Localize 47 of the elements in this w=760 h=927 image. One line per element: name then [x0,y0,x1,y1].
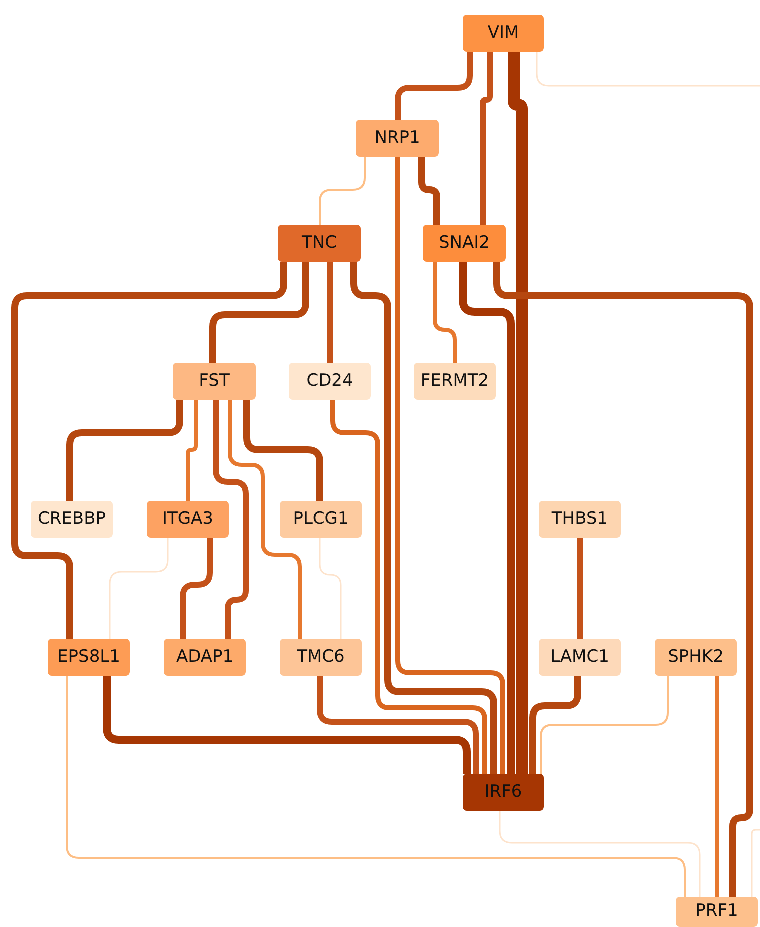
connector-line [327,262,333,363]
gene-box: SPHK2 [655,639,737,676]
gene-box: THBS1 [539,501,621,538]
connector-line [103,676,471,774]
gene-box: IRF6 [463,774,544,811]
gene-box: TNC [278,225,361,262]
connector-line [751,829,760,897]
gene-box: VIM [463,15,544,52]
connector-line [499,811,701,897]
connector-line [418,157,440,225]
connector-line [180,538,213,639]
gene-box: LAMC1 [539,639,621,676]
gene-box: ITGA3 [147,501,229,538]
connector-line [66,400,184,501]
connector-line [109,538,169,639]
gene-box: CD24 [289,363,371,400]
connector-line [319,157,366,225]
connector-line [433,262,457,363]
connector-line [350,262,498,774]
gene-box: FST [173,363,256,400]
gene-box: EPS8L1 [48,639,130,676]
gene-box: PRF1 [676,897,758,927]
connector-line [715,676,719,897]
gene-box: FERMT2 [414,363,496,400]
connector-line [186,400,198,501]
connector-line [577,538,583,639]
connector-line [536,52,760,87]
connector-line [317,676,479,774]
gene-box: SNAI2 [423,225,506,262]
connector-line [396,157,506,774]
gene-box: PLCG1 [280,501,362,538]
gene-box: ADAP1 [164,639,246,676]
connector-line [459,262,515,774]
connector-line [244,400,324,501]
connector-line [66,676,686,897]
connector-line [330,400,488,774]
connector-line [228,400,302,639]
connector-line [480,52,493,225]
connector-line [213,400,249,639]
gene-box: NRP1 [356,120,439,157]
connector-line [210,262,310,363]
connector-line [12,262,288,639]
connector-line [319,538,342,639]
connector-line [540,676,669,774]
gene-box: CREBBP [31,501,113,538]
gene-box: TMC6 [280,639,362,676]
connector-line [395,52,473,120]
